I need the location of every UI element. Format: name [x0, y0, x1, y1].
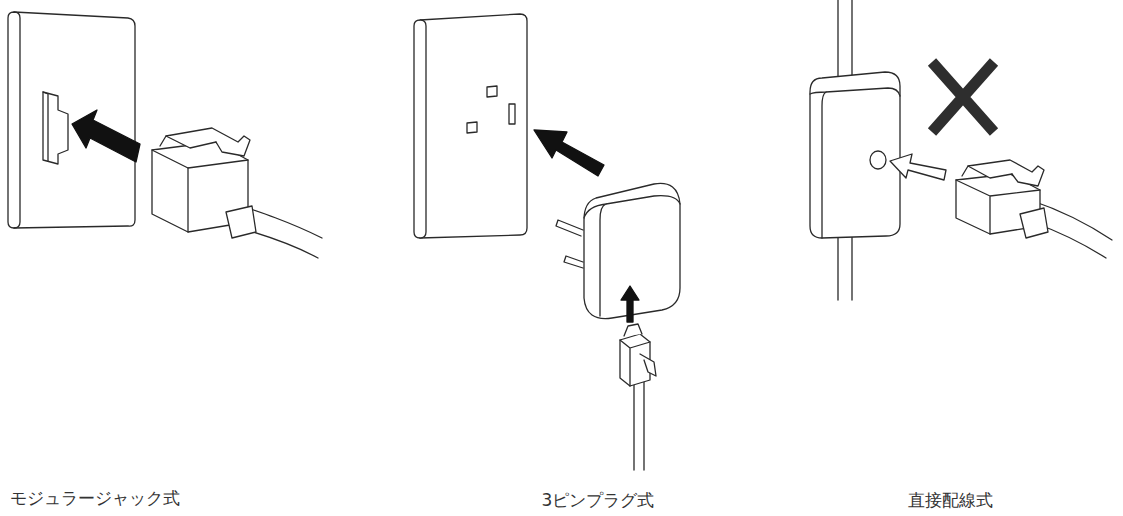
- caption-label: 直接配線式: [908, 490, 993, 510]
- direct-wiring-rosette: [810, 0, 900, 300]
- plug-adapter: [556, 183, 680, 318]
- not-allowed-cross: [932, 62, 994, 132]
- insert-arrow: [534, 130, 604, 176]
- caption-label: 3ピンプラグ式: [542, 490, 655, 510]
- caption-label: モジュラージャック式: [10, 488, 180, 508]
- modular-plug: [152, 128, 322, 258]
- three-pin-socket: [414, 14, 527, 238]
- modular-plug-small: [620, 324, 656, 470]
- insert-arrow: [621, 286, 639, 322]
- insert-arrow: [72, 110, 140, 162]
- insert-arrow: [890, 154, 946, 180]
- modular-jack-plate: [8, 12, 135, 228]
- modular-plug: [956, 160, 1112, 258]
